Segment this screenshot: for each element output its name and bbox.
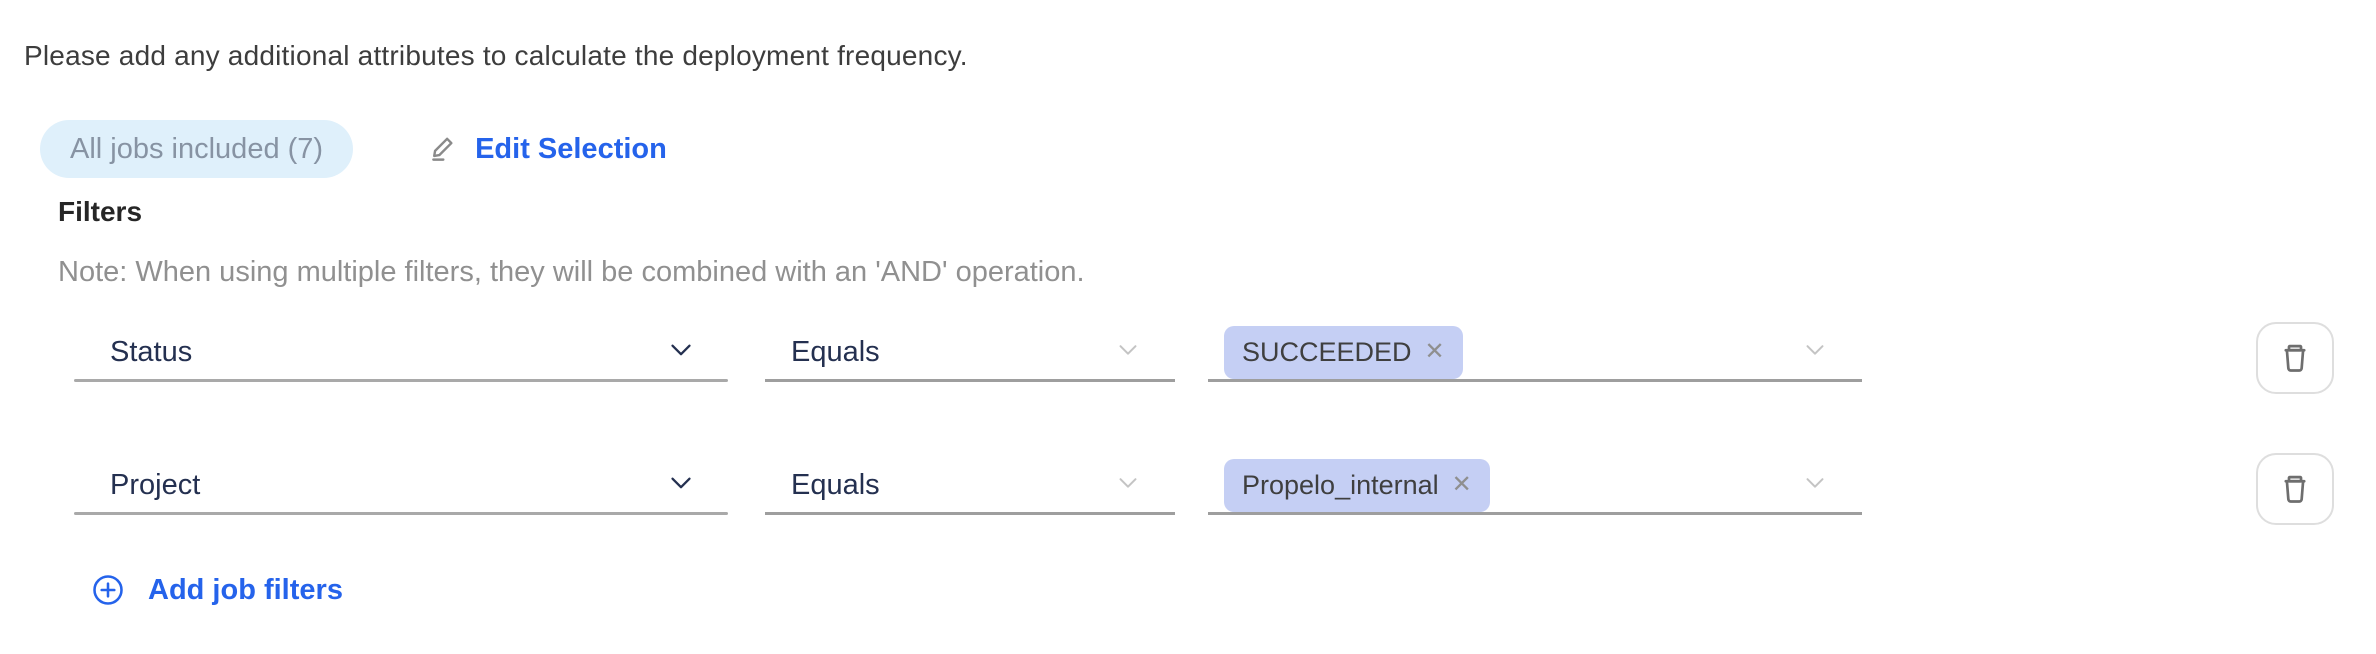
- filters-note: Note: When using multiple filters, they …: [58, 256, 1085, 288]
- chevron-down-icon: [1111, 465, 1145, 499]
- delete-filter-button[interactable]: [2256, 322, 2334, 394]
- edit-pencil-icon: [427, 132, 461, 166]
- jobs-included-badge: All jobs included (7): [40, 120, 354, 178]
- remove-value-icon[interactable]: ✕: [1451, 471, 1472, 498]
- chevron-down-icon: [1798, 465, 1832, 499]
- edit-selection-button[interactable]: Edit Selection: [427, 132, 667, 166]
- chevron-down-icon: [664, 332, 698, 366]
- value-tag-label: SUCCEEDED: [1242, 336, 1412, 367]
- plus-circle-icon: [90, 572, 126, 608]
- field-select-value: Project: [110, 468, 201, 501]
- operator-select-value: Equals: [791, 335, 880, 368]
- trash-icon: [2276, 470, 2314, 508]
- field-select-value: Status: [110, 335, 193, 368]
- filter-row: Project Equals Propelo_internal ✕: [0, 455, 2376, 515]
- add-job-filters-label: Add job filters: [148, 573, 343, 606]
- filters-heading: Filters: [58, 196, 143, 227]
- operator-select[interactable]: Equals: [765, 322, 1175, 382]
- value-tag-label: Propelo_internal: [1242, 469, 1439, 500]
- operator-select[interactable]: Equals: [765, 455, 1175, 515]
- chevron-down-icon: [1798, 332, 1832, 366]
- edit-selection-label: Edit Selection: [475, 132, 667, 165]
- field-select[interactable]: Project: [74, 455, 728, 515]
- trash-icon: [2276, 339, 2314, 377]
- delete-filter-button[interactable]: [2256, 453, 2334, 525]
- value-tag: SUCCEEDED ✕: [1224, 325, 1463, 379]
- chevron-down-icon: [664, 465, 698, 499]
- remove-value-icon[interactable]: ✕: [1424, 338, 1445, 365]
- chevron-down-icon: [1111, 332, 1145, 366]
- add-job-filters-button[interactable]: Add job filters: [90, 572, 343, 608]
- value-tag: Propelo_internal ✕: [1224, 458, 1490, 512]
- operator-select-value: Equals: [791, 468, 880, 501]
- values-select[interactable]: SUCCEEDED ✕: [1208, 322, 1862, 382]
- instruction-text: Please add any additional attributes to …: [24, 40, 968, 71]
- filter-row: Status Equals SUCCEEDED ✕: [0, 322, 2376, 382]
- values-select[interactable]: Propelo_internal ✕: [1208, 455, 1862, 515]
- field-select[interactable]: Status: [74, 322, 728, 382]
- jobs-selection-row: All jobs included (7) Edit Selection: [40, 120, 667, 178]
